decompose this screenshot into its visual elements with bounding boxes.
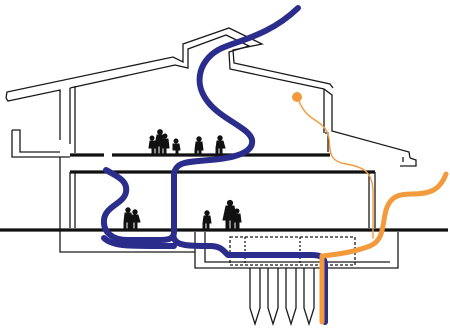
person-figure [173,139,180,154]
occupants-upper [149,130,225,154]
secondary-thin-line [298,98,373,238]
person-figure [195,137,203,154]
person-figure [131,210,140,228]
primary-air-flow-path [104,8,325,322]
foundation-piles [250,268,314,324]
secondary-thick-line [322,174,446,322]
person-figure [203,211,211,228]
person-figure [216,136,225,154]
person-figure [149,136,156,154]
secondary-source-dot [292,92,302,102]
occupants-lower [124,200,241,228]
person-figure [234,209,241,228]
building-section-outline [6,28,416,252]
